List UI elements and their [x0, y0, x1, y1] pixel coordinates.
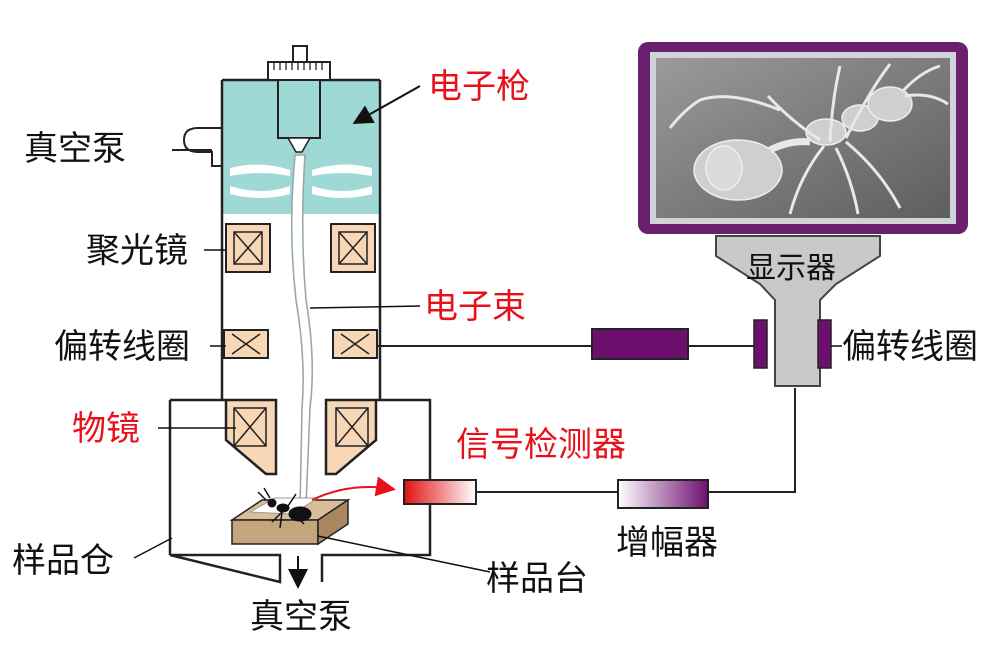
gun-plate-4	[312, 186, 372, 198]
label-sample-chamber: 样品仓	[12, 541, 114, 581]
deflection-coil-column-left	[223, 329, 269, 359]
label-vacuum-pump-left: 真空泵	[24, 129, 126, 169]
sem-ant-image	[668, 63, 949, 215]
gun-plate-3	[230, 186, 290, 198]
cathode-cap-ticks	[273, 62, 323, 70]
cathode-tip	[286, 137, 312, 153]
label-vacuum-pump-bottom: 真空泵	[250, 597, 352, 637]
label-objective-lens: 物镜	[72, 409, 140, 449]
leader-sample-chamber	[133, 537, 173, 559]
deflection-coil-column-right	[332, 329, 378, 359]
display-stand	[715, 235, 881, 387]
cathode-body	[277, 79, 321, 139]
label-signal-detector: 信号检测器	[456, 425, 626, 465]
display-deflection-left	[753, 319, 768, 369]
label-electron-beam: 电子束	[424, 287, 526, 327]
condenser-coil-left	[225, 223, 271, 273]
condenser-coil-right	[330, 223, 376, 273]
wire-amp-display	[708, 388, 796, 493]
label-display: 显示器	[746, 251, 836, 286]
sample-chamber-wall	[169, 398, 432, 584]
cathode-cap	[267, 61, 331, 81]
label-deflection-coil-left: 偏转线圈	[54, 327, 190, 367]
label-deflection-coil-right: 偏转线圈	[842, 327, 978, 367]
cathode-pin	[292, 45, 308, 63]
leader-electron-gun	[352, 85, 421, 124]
display-deflection-right	[817, 319, 832, 369]
label-condenser-lens: 聚光镜	[86, 231, 188, 271]
monitor-screen	[656, 58, 950, 218]
leader-sample-stage	[317, 535, 491, 573]
label-sample-stage: 样品台	[486, 559, 588, 599]
pump-left-pipe	[182, 127, 222, 167]
label-amplifier: 增幅器	[616, 523, 718, 563]
signal-arrow	[311, 476, 396, 501]
gun-plate-2	[312, 164, 372, 176]
ant-specimen	[257, 487, 312, 529]
label-electron-gun: 电子枪	[428, 67, 530, 107]
amplifier-box	[617, 479, 709, 509]
signal-detector-box	[403, 479, 477, 505]
objective-lens-right	[324, 398, 378, 476]
leader-electron-beam	[309, 305, 421, 309]
sample-stage	[229, 497, 351, 546]
gun-plate-1	[230, 164, 290, 176]
deflection-block	[591, 328, 689, 360]
objective-lens-left	[224, 398, 278, 476]
